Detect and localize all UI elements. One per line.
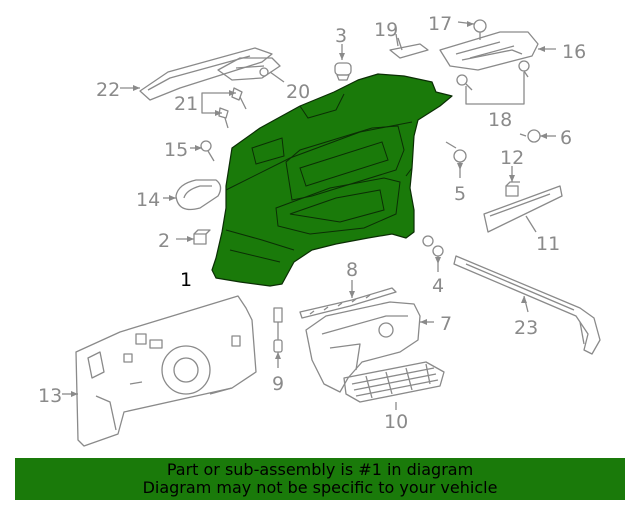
part-16-tray[interactable] (439, 31, 539, 71)
part-19-bracket[interactable] (389, 37, 429, 59)
callout-13[interactable]: 13 (38, 385, 62, 407)
callout-6[interactable]: 6 (560, 127, 572, 149)
callout-21[interactable]: 21 (174, 93, 198, 115)
callout-17[interactable]: 17 (428, 13, 452, 35)
callout-1[interactable]: 1 (180, 269, 192, 291)
part-3-clip[interactable] (334, 62, 352, 81)
part-20-bracket[interactable] (217, 57, 281, 81)
banner-line-1: Part or sub-assembly is #1 in diagram (166, 460, 474, 479)
part-14-handle-cover[interactable] (175, 179, 222, 211)
part-18-screws[interactable] (456, 60, 530, 91)
part-15-screw[interactable] (200, 140, 215, 162)
leader-arrows (71, 21, 547, 397)
part-2-clip[interactable] (193, 229, 211, 245)
part-1-quarter-trim-panel[interactable] (211, 73, 453, 287)
info-banner: Part or sub-assembly is #1 in diagram Di… (15, 458, 625, 500)
callout-20[interactable]: 20 (286, 81, 310, 103)
callout-2[interactable]: 2 (158, 230, 170, 252)
part-10-grille[interactable] (343, 361, 445, 403)
callout-8[interactable]: 8 (346, 259, 358, 281)
part-23-side-rail[interactable] (453, 255, 601, 355)
callout-5[interactable]: 5 (454, 183, 466, 205)
part-6-fastener[interactable] (519, 129, 541, 143)
part-7-lower-trim[interactable] (305, 301, 421, 393)
callout-9[interactable]: 9 (272, 373, 284, 395)
part-4-fasteners[interactable] (422, 235, 444, 264)
callout-22[interactable]: 22 (96, 79, 120, 101)
callout-18[interactable]: 18 (488, 109, 512, 131)
parts-diagram: 1 2 3 4 5 6 7 8 9 10 11 12 13 14 15 16 1… (38, 13, 601, 447)
callout-23[interactable]: 23 (514, 317, 538, 339)
callout-14[interactable]: 14 (136, 189, 160, 211)
part-5-fastener[interactable] (445, 141, 467, 170)
callout-15[interactable]: 15 (164, 139, 188, 161)
part-22-trim-strip[interactable] (139, 47, 273, 101)
callout-7[interactable]: 7 (440, 313, 452, 335)
part-12-clip[interactable] (505, 181, 520, 197)
callout-12[interactable]: 12 (500, 147, 524, 169)
part-9-sensor[interactable] (273, 307, 283, 353)
callout-4[interactable]: 4 (432, 275, 444, 297)
banner-line-2: Diagram may not be specific to your vehi… (142, 478, 498, 497)
callout-labels: 1 2 3 4 5 6 7 8 9 10 11 12 13 14 15 16 1… (38, 13, 586, 433)
part-8-seal-strip[interactable] (299, 287, 397, 319)
callout-10[interactable]: 10 (384, 411, 408, 433)
part-11-strip[interactable] (483, 185, 563, 233)
callout-16[interactable]: 16 (562, 41, 586, 63)
callout-19[interactable]: 19 (374, 19, 398, 41)
callout-3[interactable]: 3 (335, 25, 347, 47)
callout-11[interactable]: 11 (536, 233, 560, 255)
part-13-flat-panel[interactable] (75, 295, 257, 447)
